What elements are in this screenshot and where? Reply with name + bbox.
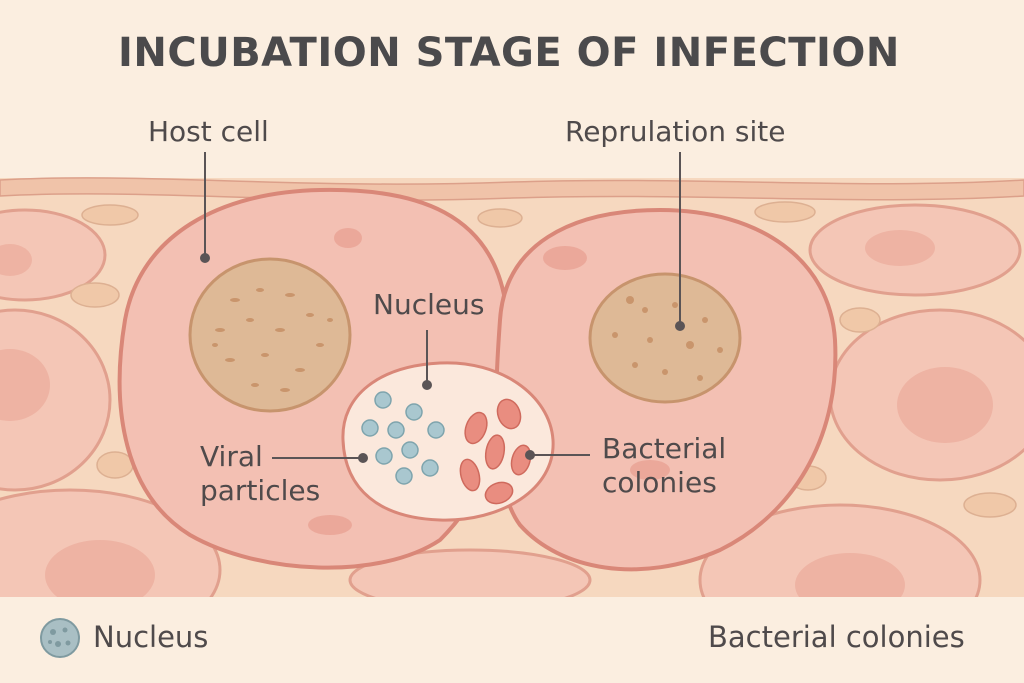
interstitial-blob bbox=[839, 307, 881, 333]
interstitial-blob bbox=[477, 208, 523, 228]
background-cell-nucleus bbox=[45, 540, 155, 610]
replication-site-leader-dot bbox=[675, 321, 685, 331]
organelle bbox=[543, 246, 587, 270]
viral-particle bbox=[374, 391, 392, 409]
viral-particles-label: Viral particles bbox=[200, 440, 320, 508]
background-cell-nucleus bbox=[0, 244, 32, 276]
interstitial-blob bbox=[96, 451, 134, 479]
viral-particle bbox=[387, 421, 405, 439]
viral-particle bbox=[361, 419, 379, 437]
organelle bbox=[334, 228, 362, 248]
bacterial-colonies-label-line1: Bacterial bbox=[602, 432, 727, 465]
bacterial-colonies-label: Bacterial colonies bbox=[602, 432, 726, 500]
replication-site-label: Reprulation site bbox=[565, 115, 786, 148]
host-cell-nucleus bbox=[188, 257, 352, 413]
vesicle-membrane bbox=[341, 361, 555, 522]
interstitial-blob bbox=[754, 201, 816, 223]
viral-particles-label-line1: Viral bbox=[200, 440, 263, 473]
background-cell-nucleus bbox=[897, 367, 993, 443]
viral-particles-label-line2: particles bbox=[200, 474, 321, 507]
replication-cell bbox=[494, 207, 838, 572]
bacterium bbox=[484, 434, 506, 470]
bacterial-colonies-leader-dot bbox=[525, 450, 535, 460]
legend-bacterial-colonies-label: Bacterial colonies bbox=[708, 620, 965, 654]
bacterium bbox=[484, 481, 514, 505]
viral-particle bbox=[405, 403, 423, 421]
viral-particles-leader-dot bbox=[358, 453, 368, 463]
replication-nucleus bbox=[588, 272, 742, 404]
nucleus-label: Nucleus bbox=[373, 288, 485, 321]
chromatin-dots bbox=[212, 288, 333, 392]
organelle bbox=[308, 515, 352, 535]
infection-vesicle bbox=[341, 361, 555, 522]
host-cell-leader-dot bbox=[200, 253, 210, 263]
bacterium bbox=[459, 458, 481, 492]
viral-particle bbox=[375, 447, 393, 465]
interstitial-blob bbox=[70, 282, 120, 308]
legend-nucleus-label: Nucleus bbox=[93, 620, 209, 654]
interstitial-blob bbox=[81, 204, 139, 226]
viral-particle bbox=[427, 421, 445, 439]
background-cell bbox=[0, 208, 107, 302]
viral-particle bbox=[421, 459, 439, 477]
nucleus-dots bbox=[612, 296, 723, 381]
bacterium bbox=[464, 411, 488, 445]
organelle bbox=[630, 460, 670, 480]
viral-particle bbox=[401, 441, 419, 459]
diagram-title: INCUBATION STAGE OF INFECTION bbox=[118, 30, 900, 76]
legend-strip bbox=[0, 597, 1024, 683]
background-cell-nucleus bbox=[865, 230, 935, 266]
leader-lines bbox=[200, 152, 685, 463]
host-cell-label: Host cell bbox=[148, 115, 269, 148]
viral-particle bbox=[395, 467, 413, 485]
bacterium bbox=[496, 398, 522, 430]
bacterial-colonies-label-line2: colonies bbox=[602, 466, 717, 499]
interstitial-blob bbox=[963, 492, 1017, 518]
legend-nucleus-icon bbox=[40, 618, 80, 658]
nucleus-leader-dot bbox=[422, 380, 432, 390]
background-cell-nucleus bbox=[0, 349, 50, 421]
